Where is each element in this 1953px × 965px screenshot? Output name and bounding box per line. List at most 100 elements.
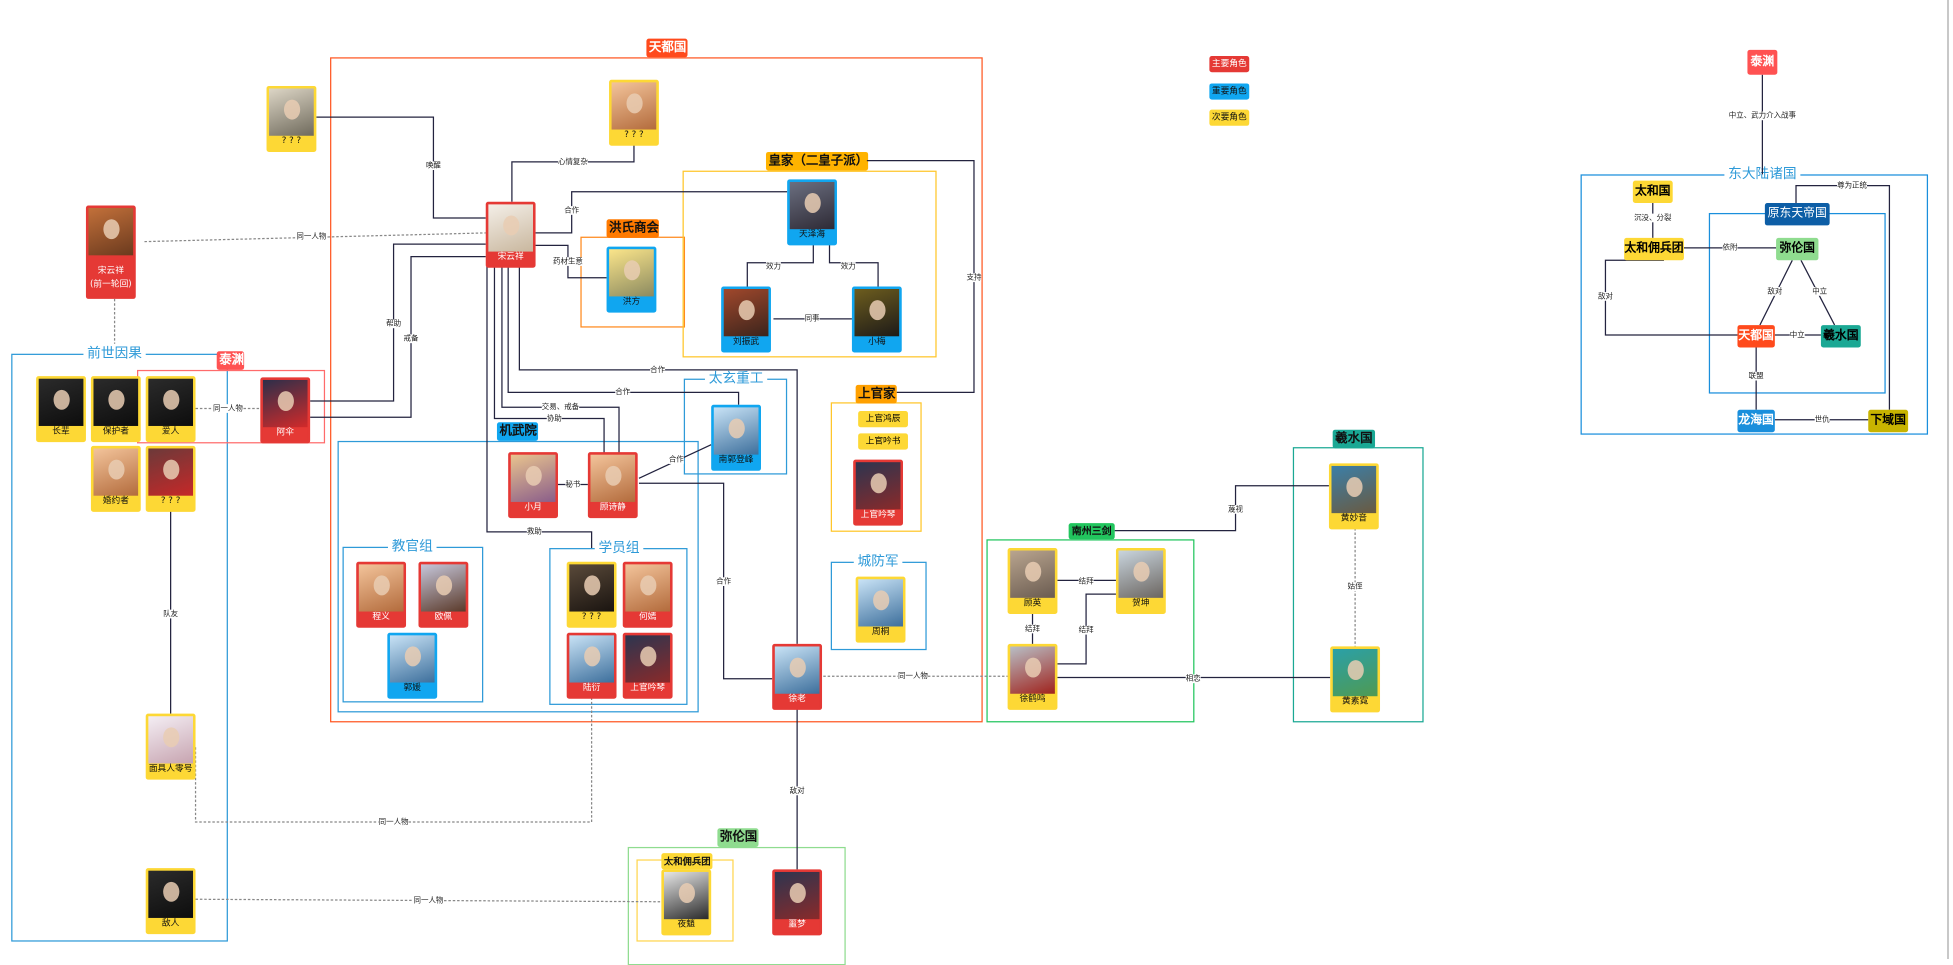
- nation-xiayu[interactable]: 下域国: [1868, 409, 1909, 433]
- character-card[interactable]: 洪方: [606, 246, 657, 313]
- group-xishui-tag: 羲水国: [1332, 429, 1376, 449]
- character-name: 爱人: [161, 425, 180, 436]
- character-card[interactable]: 周桐: [855, 576, 906, 643]
- character-card[interactable]: 贺坤: [1115, 548, 1166, 615]
- portrait: [858, 579, 903, 627]
- character-card[interactable]: 南郭登峰: [711, 404, 762, 471]
- character-card[interactable]: 郭媛: [387, 632, 438, 699]
- edge-label: 同一人物: [378, 817, 409, 827]
- character-name: ? ? ?: [160, 495, 181, 506]
- edge-label: 敌对: [789, 786, 805, 796]
- portrait: [358, 564, 404, 612]
- nation-taiyuan[interactable]: 泰渊: [1747, 49, 1778, 75]
- character-card[interactable]: 上官吟琴: [622, 632, 673, 699]
- edge-label: 敌对: [1597, 292, 1613, 301]
- character-card[interactable]: 宋云祥: [485, 201, 536, 268]
- character-card[interactable]: 何嫣: [622, 561, 673, 628]
- nation-taihe[interactable]: 太和国: [1632, 180, 1673, 204]
- character-card[interactable]: 面具人零号: [145, 713, 196, 780]
- character-card[interactable]: 徐老: [772, 643, 823, 710]
- character-name: 天泽海: [798, 229, 826, 240]
- character-card[interactable]: ? ? ?: [566, 561, 617, 628]
- character-card[interactable]: 爱人: [145, 376, 196, 443]
- edge-label: 合作: [615, 387, 631, 397]
- character-name: 婚约者: [102, 495, 129, 506]
- edge-label: 协助: [546, 414, 562, 423]
- character-card[interactable]: 上官吟琴: [853, 459, 903, 526]
- character-card[interactable]: 小梅: [851, 286, 902, 353]
- edge-label: 药材生意: [552, 257, 583, 266]
- character-card[interactable]: 天泽海: [787, 179, 837, 246]
- character-name: 敌人: [161, 917, 180, 928]
- nation-old-empire[interactable]: 原东天帝国: [1764, 203, 1830, 226]
- character-card[interactable]: 陆衍: [566, 632, 617, 699]
- character-tag[interactable]: 上官鸿辰: [858, 411, 908, 428]
- character-name: 上官吟琴: [630, 682, 666, 693]
- character-card[interactable]: 徐鹤鸣: [1007, 643, 1058, 710]
- character-card[interactable]: 顾诗静: [587, 452, 638, 519]
- character-name: 夜魈: [677, 919, 695, 930]
- legend-minor-role: 次要角色: [1209, 109, 1250, 126]
- character-name: 徐老: [788, 693, 806, 704]
- character-card[interactable]: 敌人: [145, 868, 196, 935]
- nation-taihe-merc[interactable]: 太和佣兵团: [1624, 237, 1684, 261]
- portrait: [625, 635, 671, 683]
- character-name: ? ? ?: [281, 135, 302, 146]
- character-card[interactable]: 程义: [356, 561, 407, 628]
- character-card[interactable]: 黄妙音: [1328, 463, 1379, 530]
- portrait: [569, 635, 615, 683]
- edge-label: 队友: [163, 609, 179, 619]
- portrait: [389, 635, 435, 683]
- character-card[interactable]: 顾英: [1007, 548, 1058, 615]
- portrait: [1332, 648, 1378, 697]
- group-taihe-merc-tag: 太和佣兵团: [661, 853, 713, 870]
- character-card[interactable]: 黄素霓: [1330, 646, 1381, 713]
- group-milun-tag: 弥伦国: [717, 828, 759, 847]
- character-card[interactable]: 刘振武: [721, 286, 771, 353]
- character-card[interactable]: 小月: [508, 452, 558, 519]
- character-card[interactable]: ? ? ?: [609, 79, 659, 146]
- character-card[interactable]: 保护者: [90, 376, 141, 443]
- nation-milun[interactable]: 弥伦国: [1776, 237, 1819, 261]
- character-card[interactable]: 婚约者: [90, 445, 141, 512]
- character-card[interactable]: 宋云祥 (前一轮回): [85, 205, 136, 299]
- character-tag[interactable]: 上官吟书: [858, 433, 908, 450]
- character-card[interactable]: 阿伞: [260, 377, 311, 444]
- edge-label: 合作: [650, 365, 666, 375]
- portrait: [590, 454, 636, 502]
- character-card[interactable]: 欧佩: [418, 561, 469, 628]
- portrait: [1010, 550, 1055, 598]
- portrait: [269, 88, 314, 136]
- character-name: 噩梦: [788, 919, 806, 930]
- character-card[interactable]: ? ? ?: [266, 85, 317, 152]
- portrait: [663, 871, 709, 920]
- edge-label: 救助: [526, 527, 542, 537]
- portrait: [1010, 646, 1055, 694]
- character-card[interactable]: 长辈: [36, 376, 86, 443]
- group-royal: [682, 170, 937, 358]
- group-pastlife-title: 前世因果: [83, 345, 146, 363]
- edge-label: 合作: [564, 206, 580, 215]
- portrait: [488, 204, 534, 252]
- character-name: ? ? ?: [581, 611, 602, 622]
- edge-label: 同一人物: [296, 232, 327, 242]
- edge-label: 交易、戒备: [541, 402, 580, 412]
- edge-label: 沉没、分裂: [1634, 213, 1672, 223]
- edge-label: 合作: [716, 577, 732, 587]
- character-card[interactable]: 夜魈: [661, 869, 712, 936]
- vertical-scrollbar[interactable]: [1947, 0, 1949, 959]
- character-name: 宋云祥 (前一轮回): [90, 265, 132, 289]
- edge-label: 支持: [966, 273, 982, 283]
- nation-tiandu[interactable]: 天都国: [1737, 325, 1775, 348]
- edge-label: 帮助: [386, 319, 402, 329]
- character-card[interactable]: ? ? ?: [145, 445, 196, 512]
- edge-label: 中立: [1812, 287, 1828, 296]
- character-name: 程义: [372, 611, 390, 622]
- character-name: 顾英: [1023, 597, 1042, 608]
- edge-label: 中立: [1789, 330, 1805, 340]
- nation-xishui[interactable]: 羲水国: [1820, 325, 1861, 348]
- character-name: 宋云祥: [497, 251, 524, 262]
- character-name: 洪方: [622, 296, 641, 307]
- character-card[interactable]: 噩梦: [772, 869, 823, 936]
- nation-longhai[interactable]: 龙海国: [1737, 409, 1775, 433]
